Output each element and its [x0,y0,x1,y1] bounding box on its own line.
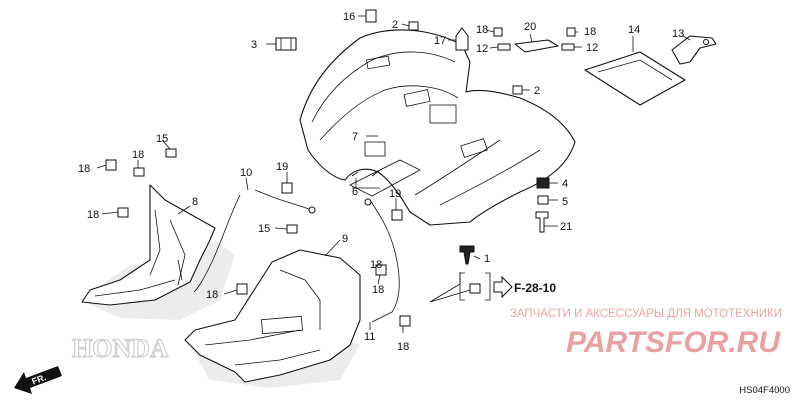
nut-icon [408,21,419,31]
callout-label: 6 [352,186,358,198]
callout-label: 14 [628,24,640,36]
mounting-plate [497,39,575,53]
clip [275,37,297,51]
mudguard-left [80,184,235,320]
clip-icon [455,27,469,51]
arrow-right-icon [493,275,513,299]
callout-label: 3 [251,39,257,51]
callout-label: 12 [476,43,488,55]
cable-end [308,206,316,214]
front-direction-indicator: FR. [14,366,62,394]
diagram-code: HS04F4000 [739,385,790,396]
reference-bracket [459,272,465,301]
rear-cover-panel [584,51,686,106]
callout-label: 15 [258,223,270,235]
honda-brand-watermark: HONDA [71,333,169,363]
screw-icon [459,245,475,265]
callout-label: 9 [342,233,348,245]
screw-icon [117,207,129,218]
callout-label: 1 [484,253,490,265]
callout-label: 18 [372,284,384,296]
callout-label: 12 [586,42,598,54]
mudguard-right-body [184,249,361,383]
screw-icon [133,167,145,177]
callout-label: 18 [206,289,218,301]
mudguard-right [184,249,361,388]
reference-label: F-28-10 [514,281,556,295]
callout-label: 19 [389,188,401,200]
callout-label: 17 [434,35,446,47]
grommet-icon [536,177,550,189]
callouts: 16 2 3 17 18 12 20 18 12 14 13 2 15 18 1… [78,11,684,353]
screw-icon [566,27,576,37]
watermark-caption: ЗАПЧАСТИ И АКСЕССУАРЫ ДЛЯ МОТОТЕХНИКИ [510,308,782,320]
callout-label: 2 [392,19,398,31]
harness-cable [369,199,400,323]
bolt-icon [535,211,549,233]
collar-icon [537,195,549,205]
callout-label: 18 [476,24,488,36]
screw-icon [236,283,248,295]
callout-label: 8 [192,196,198,208]
callout-label: 18 [584,26,596,38]
nut-icon [512,85,523,95]
callout-label: 5 [562,196,568,208]
screw-icon [469,283,481,294]
bracket [671,35,717,65]
callout-label: 11 [364,331,375,343]
watermark-logo: PARTSFOR.RU [566,326,781,359]
callout-label: 18 [397,341,409,353]
reference-bracket [485,272,491,301]
cable [193,194,241,293]
callout-label: 2 [534,85,540,97]
callout-label: 19 [276,161,288,173]
callout-label: 18 [78,163,90,175]
rear-fender-body [299,29,576,226]
callout-label: 18 [370,259,382,271]
callout-label: 18 [132,149,144,161]
section-reference: F-28-10 [459,272,556,301]
callout-label: 10 [240,167,252,179]
screw-icon [391,209,403,221]
callout-label: 18 [87,209,99,221]
callout-label: 7 [352,131,358,143]
screw-icon [493,27,503,37]
front-arrow-icon [14,366,62,394]
callout-label: 20 [524,21,536,33]
screw-icon [399,315,411,327]
callout-label: 15 [156,133,168,145]
hardware [105,9,576,327]
mudguard-left-body [81,184,216,306]
screw-icon [281,182,293,194]
callout-label: 4 [562,178,568,190]
screw-icon [105,159,117,171]
honda-brand-text: HONDA [72,334,169,363]
screw-icon [165,148,177,158]
front-direction-label: FR. [30,372,47,386]
bolt-icon [365,9,377,23]
screw-icon [375,264,387,276]
site-watermark: ЗАПЧАСТИ И АКСЕССУАРЫ ДЛЯ МОТОТЕХНИКИ PA… [510,308,782,359]
callout-label: 16 [343,11,355,23]
callout-label: 21 [560,221,572,233]
rear-fender [299,29,576,226]
callout-label: 13 [672,28,684,40]
screw-icon [286,224,298,234]
